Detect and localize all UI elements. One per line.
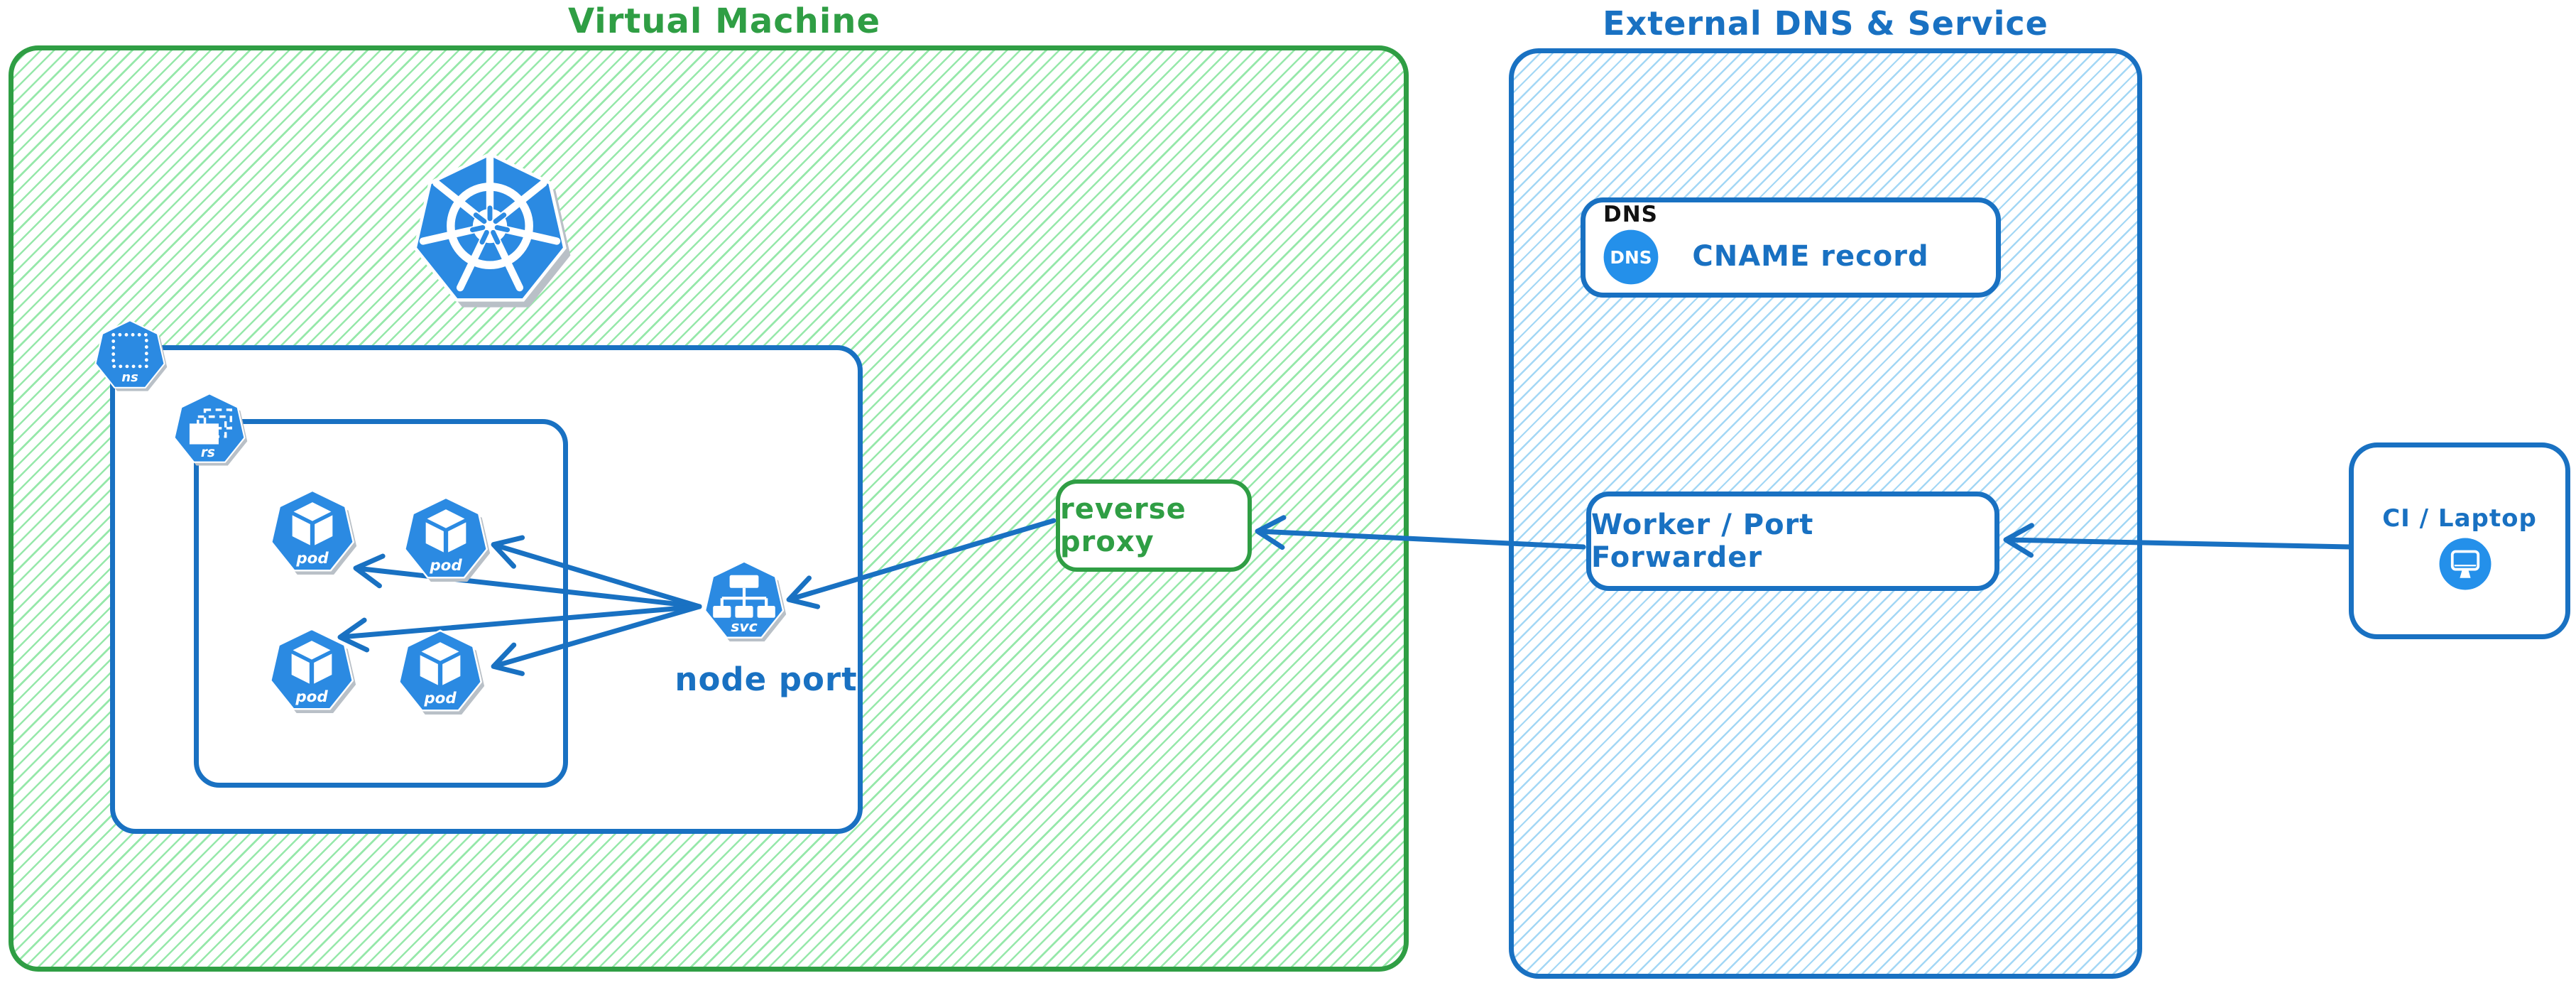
node-port-label: node port xyxy=(675,661,858,698)
arrow-svc-to-pod2 xyxy=(491,535,702,609)
dns-record-box xyxy=(1581,197,2001,298)
namespace-icon: ns xyxy=(94,320,168,391)
virtual-machine-title: Virtual Machine xyxy=(567,1,881,41)
pod-icon: pod xyxy=(269,628,356,713)
monitor-icon xyxy=(2439,538,2492,590)
service-icon: svc xyxy=(704,560,787,642)
svg-text:ns: ns xyxy=(121,370,138,385)
dns-tag-label: DNS xyxy=(1603,202,1659,227)
ci-laptop-label: CI / Laptop xyxy=(2382,504,2537,533)
arrow-proxy-to-nodeport xyxy=(786,518,1057,609)
worker-port-forwarder-box: Worker / Port Forwarder xyxy=(1586,492,1999,591)
pod-icon: pod xyxy=(398,629,485,715)
arrow-svc-to-pod3 xyxy=(337,604,702,653)
dns-icon: DNS xyxy=(1603,229,1659,285)
cname-record-label: CNAME record xyxy=(1692,240,1929,273)
svg-text:svc: svc xyxy=(731,618,758,635)
arrow-ci-to-worker xyxy=(2003,523,2353,558)
svg-text:rs: rs xyxy=(201,445,215,460)
svg-text:pod: pod xyxy=(295,550,329,567)
svg-text:DNS: DNS xyxy=(1610,247,1652,268)
replicaset-icon: rs xyxy=(173,393,248,466)
external-dns-title: External DNS & Service xyxy=(1603,4,2048,43)
arrow-worker-to-proxy xyxy=(1255,515,1586,550)
svg-text:pod: pod xyxy=(423,690,457,707)
reverse-proxy-box: reverse proxy xyxy=(1056,479,1252,572)
pod-icon: pod xyxy=(270,489,357,575)
svg-text:pod: pod xyxy=(295,688,328,706)
arrow-svc-to-pod4 xyxy=(491,604,702,676)
pod-icon: pod xyxy=(403,496,491,582)
reverse-proxy-label: reverse proxy xyxy=(1060,493,1186,558)
worker-port-forwarder-label: Worker / Port Forwarder xyxy=(1591,509,1814,574)
replicaset-box xyxy=(194,419,568,788)
svg-text:pod: pod xyxy=(429,557,462,575)
kubernetes-icon xyxy=(413,152,571,308)
arrow-svc-to-pod1 xyxy=(353,553,702,609)
